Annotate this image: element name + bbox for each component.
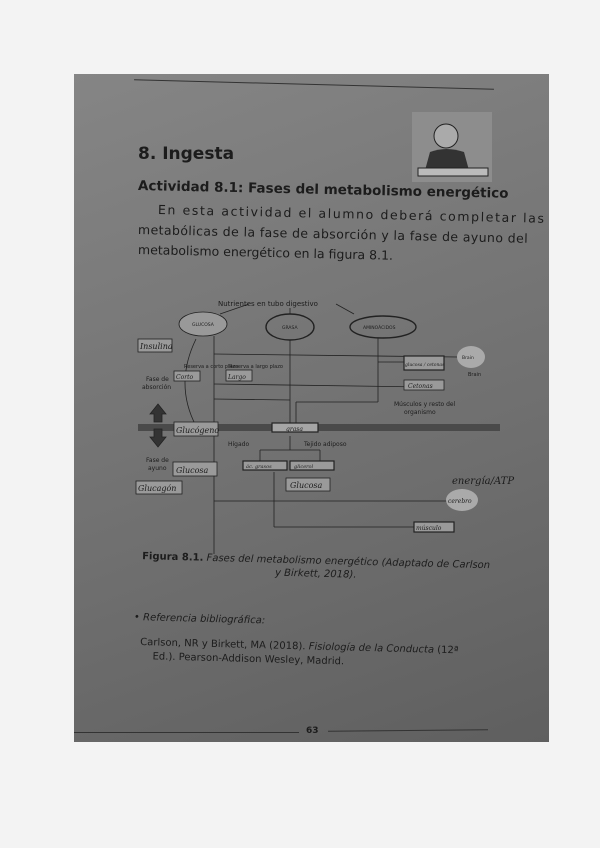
handwritten-short: Corto <box>176 374 193 381</box>
citation-title: Fisiología de la Conducta <box>308 641 435 656</box>
fasting-phase-label: ayuno <box>148 465 167 472</box>
liver-label: Hígado <box>228 441 249 448</box>
handwritten-glucagon: Glucagón <box>138 484 176 493</box>
nutrient-glucose: GLUCOSA <box>192 322 215 328</box>
caption-text: Fases del metabolismo energético (Adapta… <box>206 552 491 581</box>
handwritten-glycogen: Glucógeno <box>176 426 219 435</box>
handwritten-muscle: músculo <box>416 525 442 532</box>
handwritten-energy: energía/ATP <box>452 476 514 487</box>
citation: Carlson, NR y Birkett, MA (2018). Fisiol… <box>140 636 459 672</box>
handwritten-brain: cerebro <box>448 498 472 505</box>
absorption-phase-label: Fase de <box>146 376 169 383</box>
long-term-reserve-label: Reserva a largo plazo <box>229 364 283 370</box>
muscles-label: organismo <box>404 409 436 416</box>
handwritten-glycerol: glicerol <box>294 464 314 470</box>
handwritten-glucose: Glucosa <box>176 466 209 475</box>
metabolism-diagram: Nutrientes en tubo digestivo GLUCOSA GRA… <box>135 300 514 554</box>
handwritten-long: Largo <box>227 374 246 381</box>
brain-icon-label: Brain <box>462 355 474 361</box>
nutrient-amino-acids: AMINOÁCIDOS <box>363 324 396 331</box>
citation-publisher: Ed.). Pearson-Addison Wesley, Madrid. <box>152 651 345 668</box>
page-number: 63 <box>306 726 319 736</box>
handwritten-fat: grasa <box>286 426 303 433</box>
footer-rule <box>327 729 489 732</box>
handwritten-fatty-acids: ác. grasos <box>246 463 272 470</box>
section-heading: 8. Ingesta <box>138 144 235 164</box>
document-photo: 8. Ingesta Actividad 8.1: Fases del meta… <box>74 74 549 742</box>
brain-label: Brain <box>468 372 481 378</box>
nutrient-fat: GRASA <box>282 325 298 331</box>
short-term-reserve-label: Reserva a corto plazo <box>184 364 238 370</box>
cartoon-eating-man-illustration <box>412 112 492 182</box>
citation-authors: Carlson, NR y Birkett, MA (2018). <box>140 637 309 653</box>
nutrients-label: Nutrientes en tubo digestivo <box>218 300 318 308</box>
brain-icon <box>446 489 478 511</box>
figure-caption: Figura 8.1. Fases del metabolismo energé… <box>138 550 495 585</box>
caption-label: Figura 8.1. <box>141 551 204 564</box>
brain-icon <box>457 346 485 368</box>
adipose-tissue-label: Tejido adiposo <box>303 441 347 448</box>
handwritten-muscle-fuel: Cetonas <box>408 383 433 390</box>
absorption-phase-label: absorción <box>142 384 171 391</box>
handwritten-glucose: Glucosa <box>290 481 323 490</box>
handwritten-insulin: Insulina <box>139 342 173 351</box>
reference-heading: • Referencia bibliográfica: <box>133 612 266 627</box>
citation-edition: (12ª <box>433 644 459 657</box>
fasting-phase-label: Fase de <box>146 457 169 464</box>
muscles-label: Músculos y resto del <box>394 401 456 408</box>
handwritten-brain-fuel: glucosa / cetonas <box>405 362 445 368</box>
phase-divider-band <box>138 424 500 431</box>
footer-rule <box>74 732 299 733</box>
